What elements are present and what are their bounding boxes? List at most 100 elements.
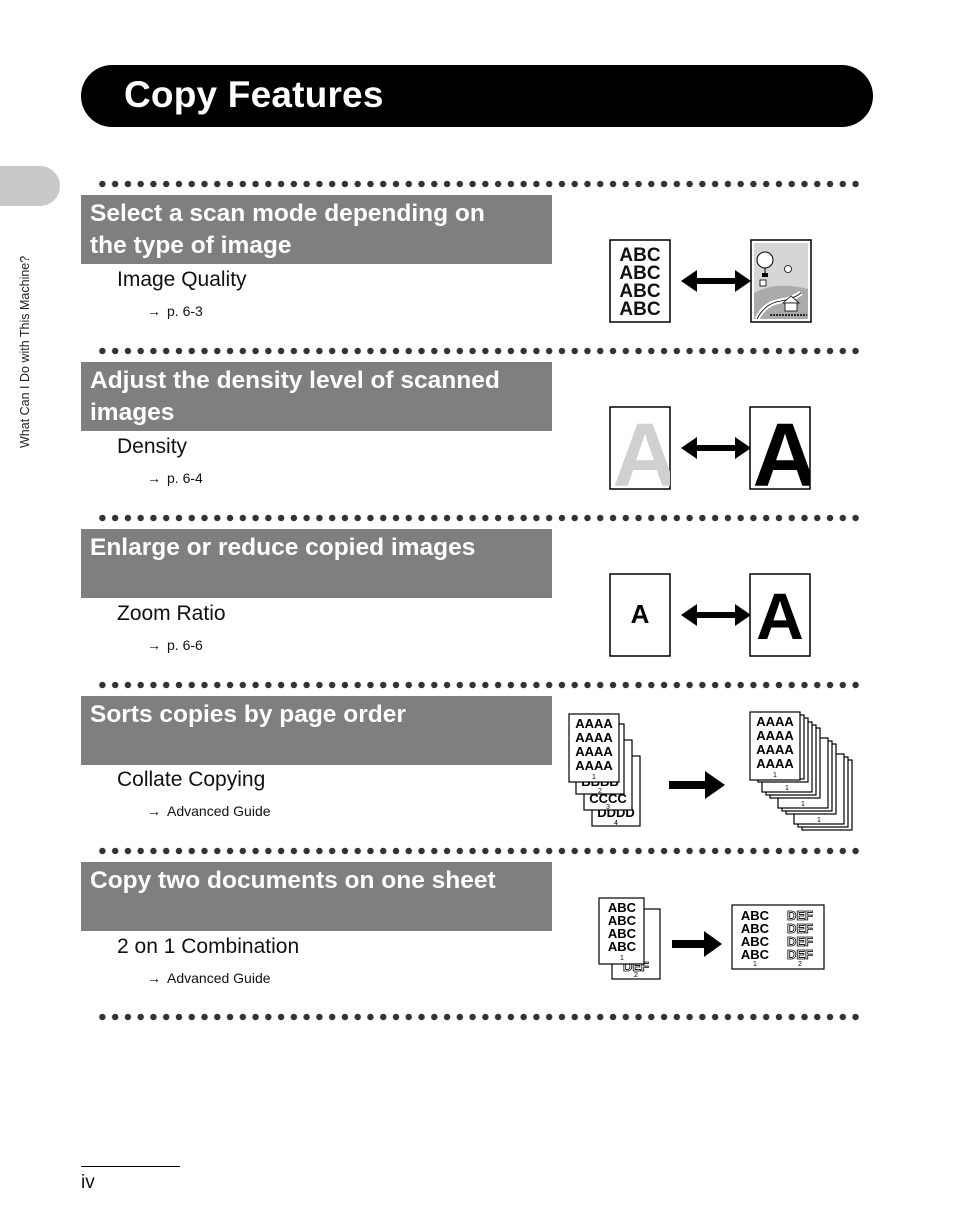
side-tab [0, 166, 60, 206]
page-abc: ABC ABC ABC ABC 1 [598, 897, 645, 965]
title-bar: Copy Features [81, 65, 873, 127]
svg-text:ABC: ABC [608, 900, 637, 915]
reference-text: Advanced Guide [167, 803, 271, 819]
right-arrow-icon [669, 771, 725, 799]
svg-text:DEF: DEF [787, 947, 813, 962]
heading-line: Enlarge or reduce copied images [90, 534, 476, 561]
arrow-icon: → [147, 303, 161, 319]
side-chapter-label: What Can I Do with This Machine? [18, 255, 32, 448]
abc-text: ABC [619, 299, 660, 320]
footer-rule [81, 1166, 180, 1167]
svg-text:ABC: ABC [741, 908, 770, 923]
dotted-divider [96, 347, 862, 355]
reference-text: p. 6-3 [167, 303, 203, 319]
arrow-icon: → [147, 470, 161, 486]
svg-text:DEF: DEF [787, 921, 813, 936]
svg-text:CCCC: CCCC [589, 791, 627, 806]
svg-text:ABC: ABC [608, 926, 637, 941]
svg-text:1: 1 [592, 774, 596, 781]
reference-text: p. 6-6 [167, 637, 203, 653]
heading-line: Adjust the density level of scanned [90, 367, 500, 394]
svg-text:AAAA: AAAA [575, 744, 613, 759]
collated-top-page [749, 711, 801, 781]
svg-text:1: 1 [773, 772, 777, 779]
combined-sheet: ABC ABC ABC ABC 1 DEF DEF DEF DEF 2 [731, 904, 825, 970]
svg-text:2: 2 [634, 972, 638, 979]
svg-text:DEF: DEF [787, 908, 813, 923]
double-arrow-icon [681, 437, 751, 459]
svg-text:AAAA: AAAA [756, 714, 794, 729]
arrow-icon: → [147, 637, 161, 653]
page-title: Copy Features [124, 74, 384, 115]
zoom-illustration: A A [609, 573, 811, 657]
heading-line: the type of image [90, 232, 292, 259]
svg-text:ABC: ABC [741, 934, 770, 949]
combination-illustration: DEF 2 ABC ABC ABC ABC 1 ABC ABC ABC ABC … [598, 897, 825, 980]
text-document [609, 239, 671, 323]
svg-text:1: 1 [620, 955, 624, 962]
abc-text: ABC [619, 245, 660, 266]
svg-text:ABC: ABC [741, 947, 770, 962]
feature-name: Collate Copying [117, 768, 266, 791]
svg-text:AAAA: AAAA [575, 716, 613, 731]
svg-text:ABC: ABC [608, 939, 637, 954]
heading-line: images [90, 399, 175, 426]
svg-text:ABC: ABC [741, 921, 770, 936]
large-letter: A [756, 579, 804, 653]
page-reference: → Advanced Guide [147, 970, 271, 986]
arrow-icon: → [147, 803, 161, 819]
collate-illustration: DDDD 4 CCCC 3 BBBB 2 AAAA AAAA AAAA AAAA… [568, 711, 853, 831]
density-illustration: A A [609, 406, 818, 494]
svg-text:ABC: ABC [608, 913, 637, 928]
page-reference: → p. 6-3 [147, 303, 203, 319]
svg-text:1: 1 [785, 785, 789, 792]
heading-line: Select a scan mode depending on [90, 200, 485, 227]
page-reference: → Advanced Guide [147, 803, 271, 819]
small-letter: A [631, 599, 650, 629]
feature-name: Image Quality [117, 268, 247, 291]
page-a: AAAA AAAA AAAA AAAA 1 [568, 713, 620, 783]
heading-line: Copy two documents on one sheet [90, 867, 496, 894]
landscape-photo-icon [750, 239, 812, 323]
right-arrow-icon [672, 931, 722, 957]
section-heading-zoom: Enlarge or reduce copied images [81, 529, 552, 598]
heading-line: Sorts copies by page order [90, 701, 406, 728]
page-reference: → p. 6-4 [147, 470, 203, 486]
dotted-divider [96, 1013, 862, 1021]
reference-text: Advanced Guide [167, 970, 271, 986]
dotted-divider [96, 180, 862, 188]
section-heading-combination: Copy two documents on one sheet [81, 862, 552, 931]
svg-text:AAAA: AAAA [575, 758, 613, 773]
double-arrow-icon [681, 270, 751, 292]
image-quality-illustration: ABC ABC ABC ABC [609, 239, 812, 323]
page-number: iv [81, 1172, 95, 1193]
svg-text:1: 1 [817, 817, 821, 824]
feature-name: Zoom Ratio [117, 602, 226, 625]
section-heading-density: Adjust the density level of scanned imag… [81, 362, 552, 431]
reference-text: p. 6-4 [167, 470, 203, 486]
abc-text: ABC [619, 281, 660, 302]
light-letter: A [613, 406, 678, 494]
abc-text: ABC [619, 263, 660, 284]
svg-text:1: 1 [753, 961, 757, 968]
arrow-icon: → [147, 970, 161, 986]
svg-text:4: 4 [614, 820, 618, 827]
svg-text:2: 2 [798, 961, 802, 968]
svg-text:DEF: DEF [787, 934, 813, 949]
svg-text:2: 2 [598, 788, 602, 795]
dotted-divider [96, 847, 862, 855]
svg-text:AAAA: AAAA [756, 756, 794, 771]
dotted-divider [96, 681, 862, 689]
svg-text:AAAA: AAAA [575, 730, 613, 745]
svg-text:AAAA: AAAA [756, 742, 794, 757]
dark-letter: A [753, 406, 818, 494]
double-arrow-icon [681, 604, 751, 626]
svg-text:1: 1 [801, 801, 805, 808]
svg-text:AAAA: AAAA [756, 728, 794, 743]
svg-text:3: 3 [606, 804, 610, 811]
section-heading-collate: Sorts copies by page order [81, 696, 552, 765]
feature-name: Density [117, 435, 188, 458]
section-heading-image-quality: Select a scan mode depending on the type… [81, 195, 552, 264]
feature-name: 2 on 1 Combination [117, 935, 300, 958]
page-reference: → p. 6-6 [147, 637, 203, 653]
